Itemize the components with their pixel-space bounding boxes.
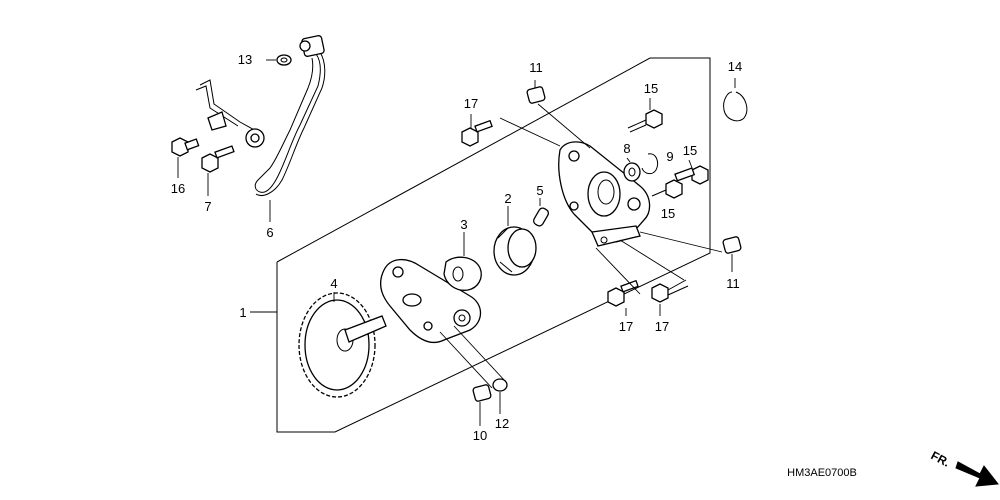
callout-15-mid: 15 <box>683 143 697 158</box>
bolt-16 <box>171 137 200 157</box>
callout-17-right: 17 <box>655 319 669 334</box>
callout-7: 7 <box>204 199 211 214</box>
oil-pipe <box>195 35 326 196</box>
arrow-icon <box>955 461 999 487</box>
drive-sprocket <box>298 292 387 398</box>
assembly-boundary <box>250 57 711 433</box>
bolt-15-top <box>627 109 663 133</box>
callout-8: 8 <box>623 141 630 156</box>
bolt-7 <box>201 145 235 173</box>
collar-11-right <box>722 236 742 254</box>
collar-10 <box>472 384 492 402</box>
o-ring-12 <box>492 378 508 392</box>
leader-lines <box>177 59 736 426</box>
callout-15-low: 15 <box>661 206 675 221</box>
clip-ring-14 <box>723 91 748 122</box>
washer-8 <box>623 162 641 182</box>
callout-14: 14 <box>728 59 742 74</box>
pump-body <box>558 141 651 247</box>
callout-6: 6 <box>266 225 273 240</box>
callout-17-top: 17 <box>464 96 478 111</box>
outer-rotor <box>493 226 537 276</box>
bolt-15-mid <box>674 165 709 185</box>
collar-11-top <box>526 86 546 104</box>
bolt-17-right <box>651 279 689 303</box>
bolt-17-left <box>607 279 639 307</box>
diagram-code: HM3AE0700B <box>787 467 857 479</box>
callout-17-left: 17 <box>619 319 633 334</box>
bolt-17-top <box>461 119 493 147</box>
callout-9: 9 <box>666 149 673 164</box>
callout-1: 1 <box>239 305 246 320</box>
callout-16: 16 <box>171 181 185 196</box>
callout-15-top: 15 <box>644 81 658 96</box>
fr-label: FR. <box>929 448 953 469</box>
dowel-pin <box>532 207 550 227</box>
callout-5: 5 <box>536 183 543 198</box>
callout-4: 4 <box>330 276 337 291</box>
callout-12: 12 <box>495 416 509 431</box>
bolt-15-low <box>651 179 683 199</box>
circlip-9 <box>641 153 659 175</box>
callout-10: 10 <box>473 428 487 443</box>
callout-11-top: 11 <box>529 60 543 75</box>
callout-labels: 1 2 3 4 5 6 7 8 9 10 11 11 12 13 14 15 1… <box>171 52 742 443</box>
callout-3: 3 <box>460 217 467 232</box>
front-direction-arrow: FR. <box>929 448 999 487</box>
callout-2: 2 <box>504 191 511 206</box>
washer-13 <box>276 54 292 66</box>
callout-11-right: 11 <box>726 276 740 291</box>
callout-13: 13 <box>238 52 252 67</box>
inner-rotor <box>443 256 482 291</box>
pump-cover <box>379 259 482 344</box>
